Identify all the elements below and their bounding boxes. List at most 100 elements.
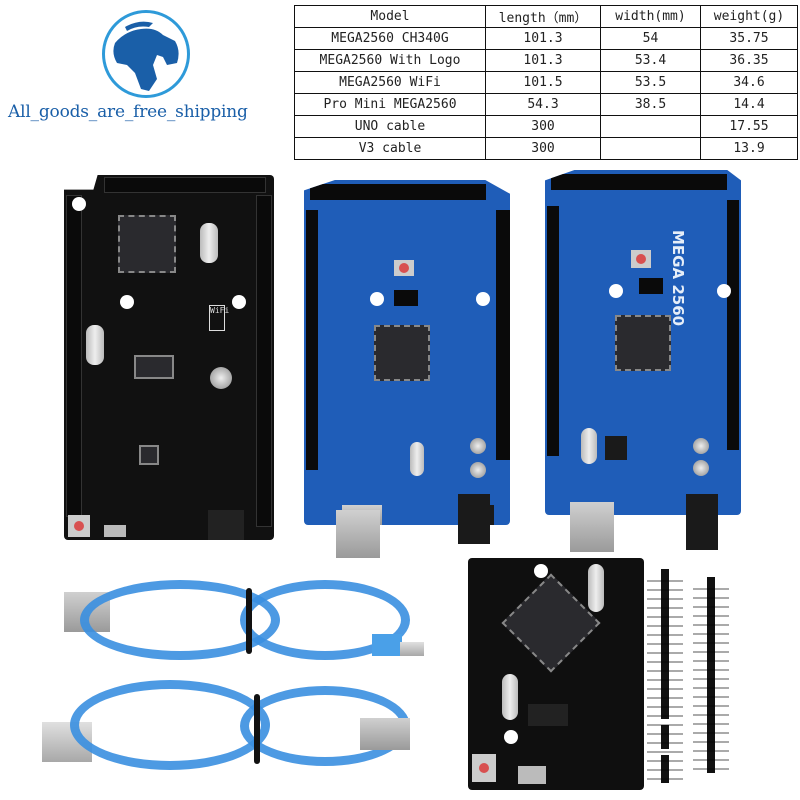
mcu-chip — [501, 573, 601, 673]
cell-width — [600, 115, 701, 138]
mount-hole — [476, 292, 490, 306]
cable-loop — [240, 580, 410, 660]
wifi-logo: WiFi — [209, 305, 229, 331]
pin-headers — [645, 565, 729, 790]
dc-jack — [686, 494, 718, 550]
mount-hole — [534, 564, 548, 578]
cell-width: 53.5 — [600, 71, 701, 94]
reset-button — [394, 260, 414, 276]
header-length: length（mm） — [485, 5, 601, 28]
cell-length: 101.3 — [485, 27, 601, 50]
cell-length: 54.3 — [485, 93, 601, 116]
icsp-header — [639, 278, 663, 294]
usb-b-port — [336, 510, 380, 558]
reset-button — [472, 754, 496, 782]
table-row: MEGA2560 With Logo 101.3 53.4 36.35 — [294, 49, 798, 72]
pins — [647, 573, 683, 783]
pins — [693, 581, 729, 771]
usb-chip — [528, 704, 568, 726]
mcu-chip — [374, 325, 430, 381]
cell-weight: 36.35 — [700, 49, 798, 72]
pin-header — [66, 195, 82, 517]
mega2560-ch340g-board: MEGA 2560 — [545, 170, 741, 515]
tagline: All_goods_are_free_shipping — [8, 102, 248, 122]
pin-header — [310, 184, 486, 200]
cell-length: 300 — [485, 137, 601, 160]
micro-usb-port — [518, 766, 546, 784]
pin-header — [496, 210, 510, 460]
mcu-chip — [615, 315, 671, 371]
cell-weight: 14.4 — [700, 93, 798, 116]
mount-hole — [609, 284, 623, 298]
cell-length: 101.5 — [485, 71, 601, 94]
crystal — [581, 428, 597, 464]
reset-button — [68, 515, 90, 537]
table-row: MEGA2560 WiFi 101.5 53.5 34.6 — [294, 71, 798, 94]
cell-model: Pro Mini MEGA2560 — [294, 93, 486, 116]
capacitor — [693, 460, 709, 476]
pin-header — [547, 206, 559, 456]
cell-weight: 34.6 — [700, 71, 798, 94]
dip-switch — [134, 355, 174, 379]
cell-length: 300 — [485, 115, 601, 138]
cell-weight: 35.75 — [700, 27, 798, 50]
cell-model: MEGA2560 CH340G — [294, 27, 486, 50]
header-width: width(mm) — [600, 5, 701, 28]
micro-usb-plug — [400, 642, 424, 656]
mount-hole — [370, 292, 384, 306]
ch340g-chip — [605, 436, 627, 460]
table-row: MEGA2560 CH340G 101.3 54 35.75 — [294, 27, 798, 50]
pin-header — [727, 200, 739, 450]
cell-width: 38.5 — [600, 93, 701, 116]
mega2560-logo-board — [304, 180, 510, 525]
cell-width: 54 — [600, 27, 701, 50]
usb-b-port — [570, 502, 614, 552]
pro-mini-mega2560-board — [468, 558, 644, 790]
pin-header — [104, 177, 266, 193]
pin-header — [256, 195, 272, 527]
dc-jack — [458, 494, 490, 544]
board-label: MEGA 2560 — [669, 230, 687, 327]
table-header-row: Model length（mm） width(mm) weight(g) — [294, 5, 798, 28]
pin-header — [551, 174, 727, 190]
table-row: V3 cable 300 13.9 — [294, 137, 798, 160]
micro-usb-connector — [372, 634, 402, 656]
header-model: Model — [294, 5, 486, 28]
crystal — [200, 223, 218, 263]
capacitor — [470, 438, 486, 454]
cable-tie — [246, 588, 252, 654]
crystal — [410, 442, 424, 476]
v3-cable — [40, 680, 430, 790]
cell-width — [600, 137, 701, 160]
cell-length: 101.3 — [485, 49, 601, 72]
mega2560-wifi-board: WiFi — [64, 175, 274, 540]
spec-table: Model length（mm） width(mm) weight(g) MEG… — [294, 5, 798, 160]
capacitor — [693, 438, 709, 454]
header-weight: weight(g) — [700, 5, 798, 28]
pin-header — [306, 210, 318, 470]
cell-model: MEGA2560 With Logo — [294, 49, 486, 72]
table-row: Pro Mini MEGA2560 54.3 38.5 14.4 — [294, 93, 798, 116]
reset-button — [631, 250, 651, 268]
usb-b-connector — [360, 718, 410, 750]
mount-hole — [232, 295, 246, 309]
mount-hole — [504, 730, 518, 744]
dc-jack — [208, 510, 244, 540]
cell-weight: 13.9 — [700, 137, 798, 160]
capacitor — [210, 367, 232, 389]
cell-model: V3 cable — [294, 137, 486, 160]
mount-hole — [72, 197, 86, 211]
crystal — [502, 674, 518, 720]
globe-icon — [102, 10, 190, 98]
cell-width: 53.4 — [600, 49, 701, 72]
usb-chip — [139, 445, 159, 465]
capacitor — [470, 462, 486, 478]
mcu-chip — [118, 215, 176, 273]
mount-hole — [717, 284, 731, 298]
table-row: UNO cable 300 17.55 — [294, 115, 798, 138]
cell-model: UNO cable — [294, 115, 486, 138]
micro-usb-port — [104, 525, 126, 537]
uno-cable — [60, 580, 430, 680]
cell-model: MEGA2560 WiFi — [294, 71, 486, 94]
crystal — [86, 325, 104, 365]
